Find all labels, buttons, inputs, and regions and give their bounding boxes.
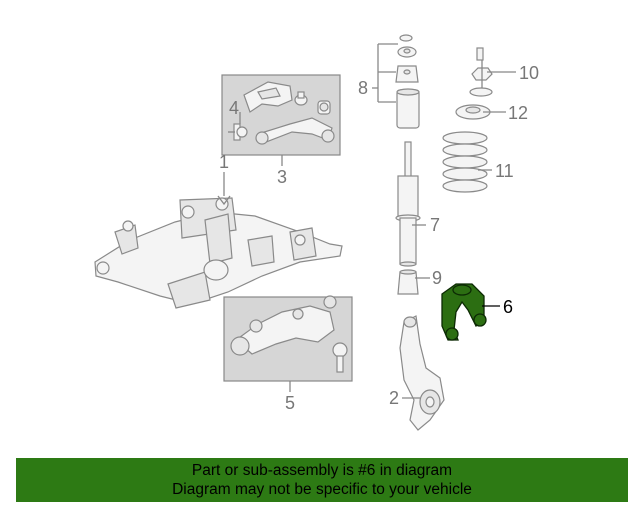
callout-10: 10 [519,63,539,83]
coil-spring [442,131,488,193]
callout-4: 4 [229,98,239,118]
banner-line-disclaimer: Diagram may not be specific to your vehi… [172,481,472,498]
parts-diagram: 1 2 3 4 5 6 7 8 9 10 11 12 [94,34,539,431]
callout-7: 7 [430,215,440,235]
callout-3: 3 [277,167,287,187]
callout-6: 6 [503,297,513,317]
callout-2: 2 [389,388,399,408]
callout-5: 5 [285,393,295,413]
upper-control-arm-highlighted [441,283,487,341]
strut-shock [395,141,421,267]
steering-knuckle [399,315,445,431]
info-banner: Part or sub-assembly is #6 in diagram Di… [16,458,628,502]
bolt-4 [233,123,248,141]
strut-mount-stack [395,34,420,129]
bump-stop [397,269,419,295]
bushing-small [294,91,331,115]
callout-11: 11 [495,161,514,181]
upper-arm-in-box [255,117,335,145]
callout-1: 1 [219,152,229,172]
lower-control-arm [230,295,337,356]
callout-8: 8 [358,78,368,98]
front-subframe [94,197,343,309]
ball-joint [332,342,348,373]
upper-mount-bracket [243,81,293,113]
callout-9: 9 [432,268,442,288]
banner-line-part: Part or sub-assembly is #6 in diagram [191,462,453,479]
callout-12: 12 [508,103,528,123]
